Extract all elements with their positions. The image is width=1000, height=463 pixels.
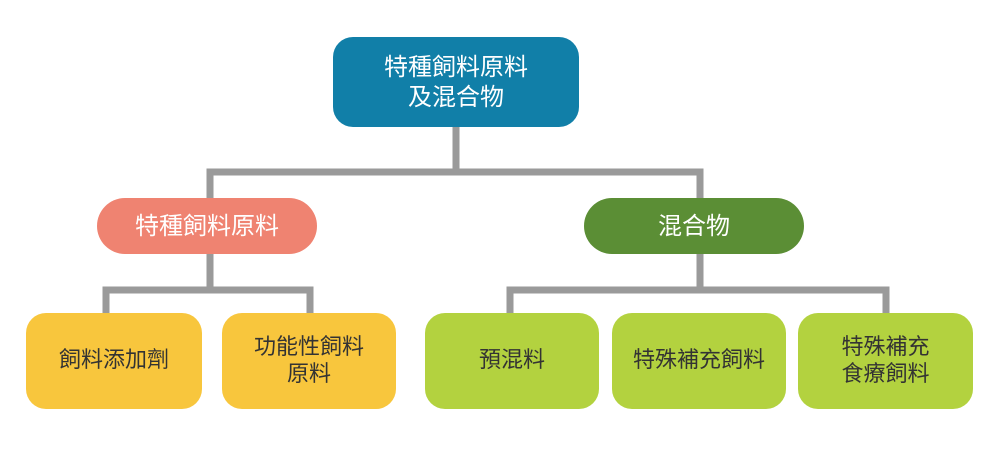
leaf-node-dietary-therapy-feed: 特殊補充 食療飼料 xyxy=(798,313,973,409)
leaf-node-supplementary-feed: 特殊補充飼料 xyxy=(612,313,786,409)
leaf-node-label: 功能性飼料 原料 xyxy=(253,334,364,388)
category-node-mixture: 混合物 xyxy=(584,198,804,254)
leaf-node-feed-additive: 飼料添加劑 xyxy=(26,313,202,409)
category-node-label: 混合物 xyxy=(658,212,730,240)
root-node: 特種飼料原料 及混合物 xyxy=(333,37,579,127)
category-node-special-feed: 特種飼料原料 xyxy=(97,198,317,254)
leaf-node-label: 特殊補充 食療飼料 xyxy=(841,334,930,388)
leaf-node-premix: 預混料 xyxy=(425,313,599,409)
leaf-node-label: 預混料 xyxy=(478,348,545,374)
leaf-node-functional-feed: 功能性飼料 原料 xyxy=(222,313,396,409)
leaf-node-label: 飼料添加劑 xyxy=(58,348,169,374)
category-node-label: 特種飼料原料 xyxy=(135,212,279,240)
root-node-label: 特種飼料原料 及混合物 xyxy=(384,53,528,111)
leaf-node-label: 特殊補充飼料 xyxy=(632,348,765,374)
